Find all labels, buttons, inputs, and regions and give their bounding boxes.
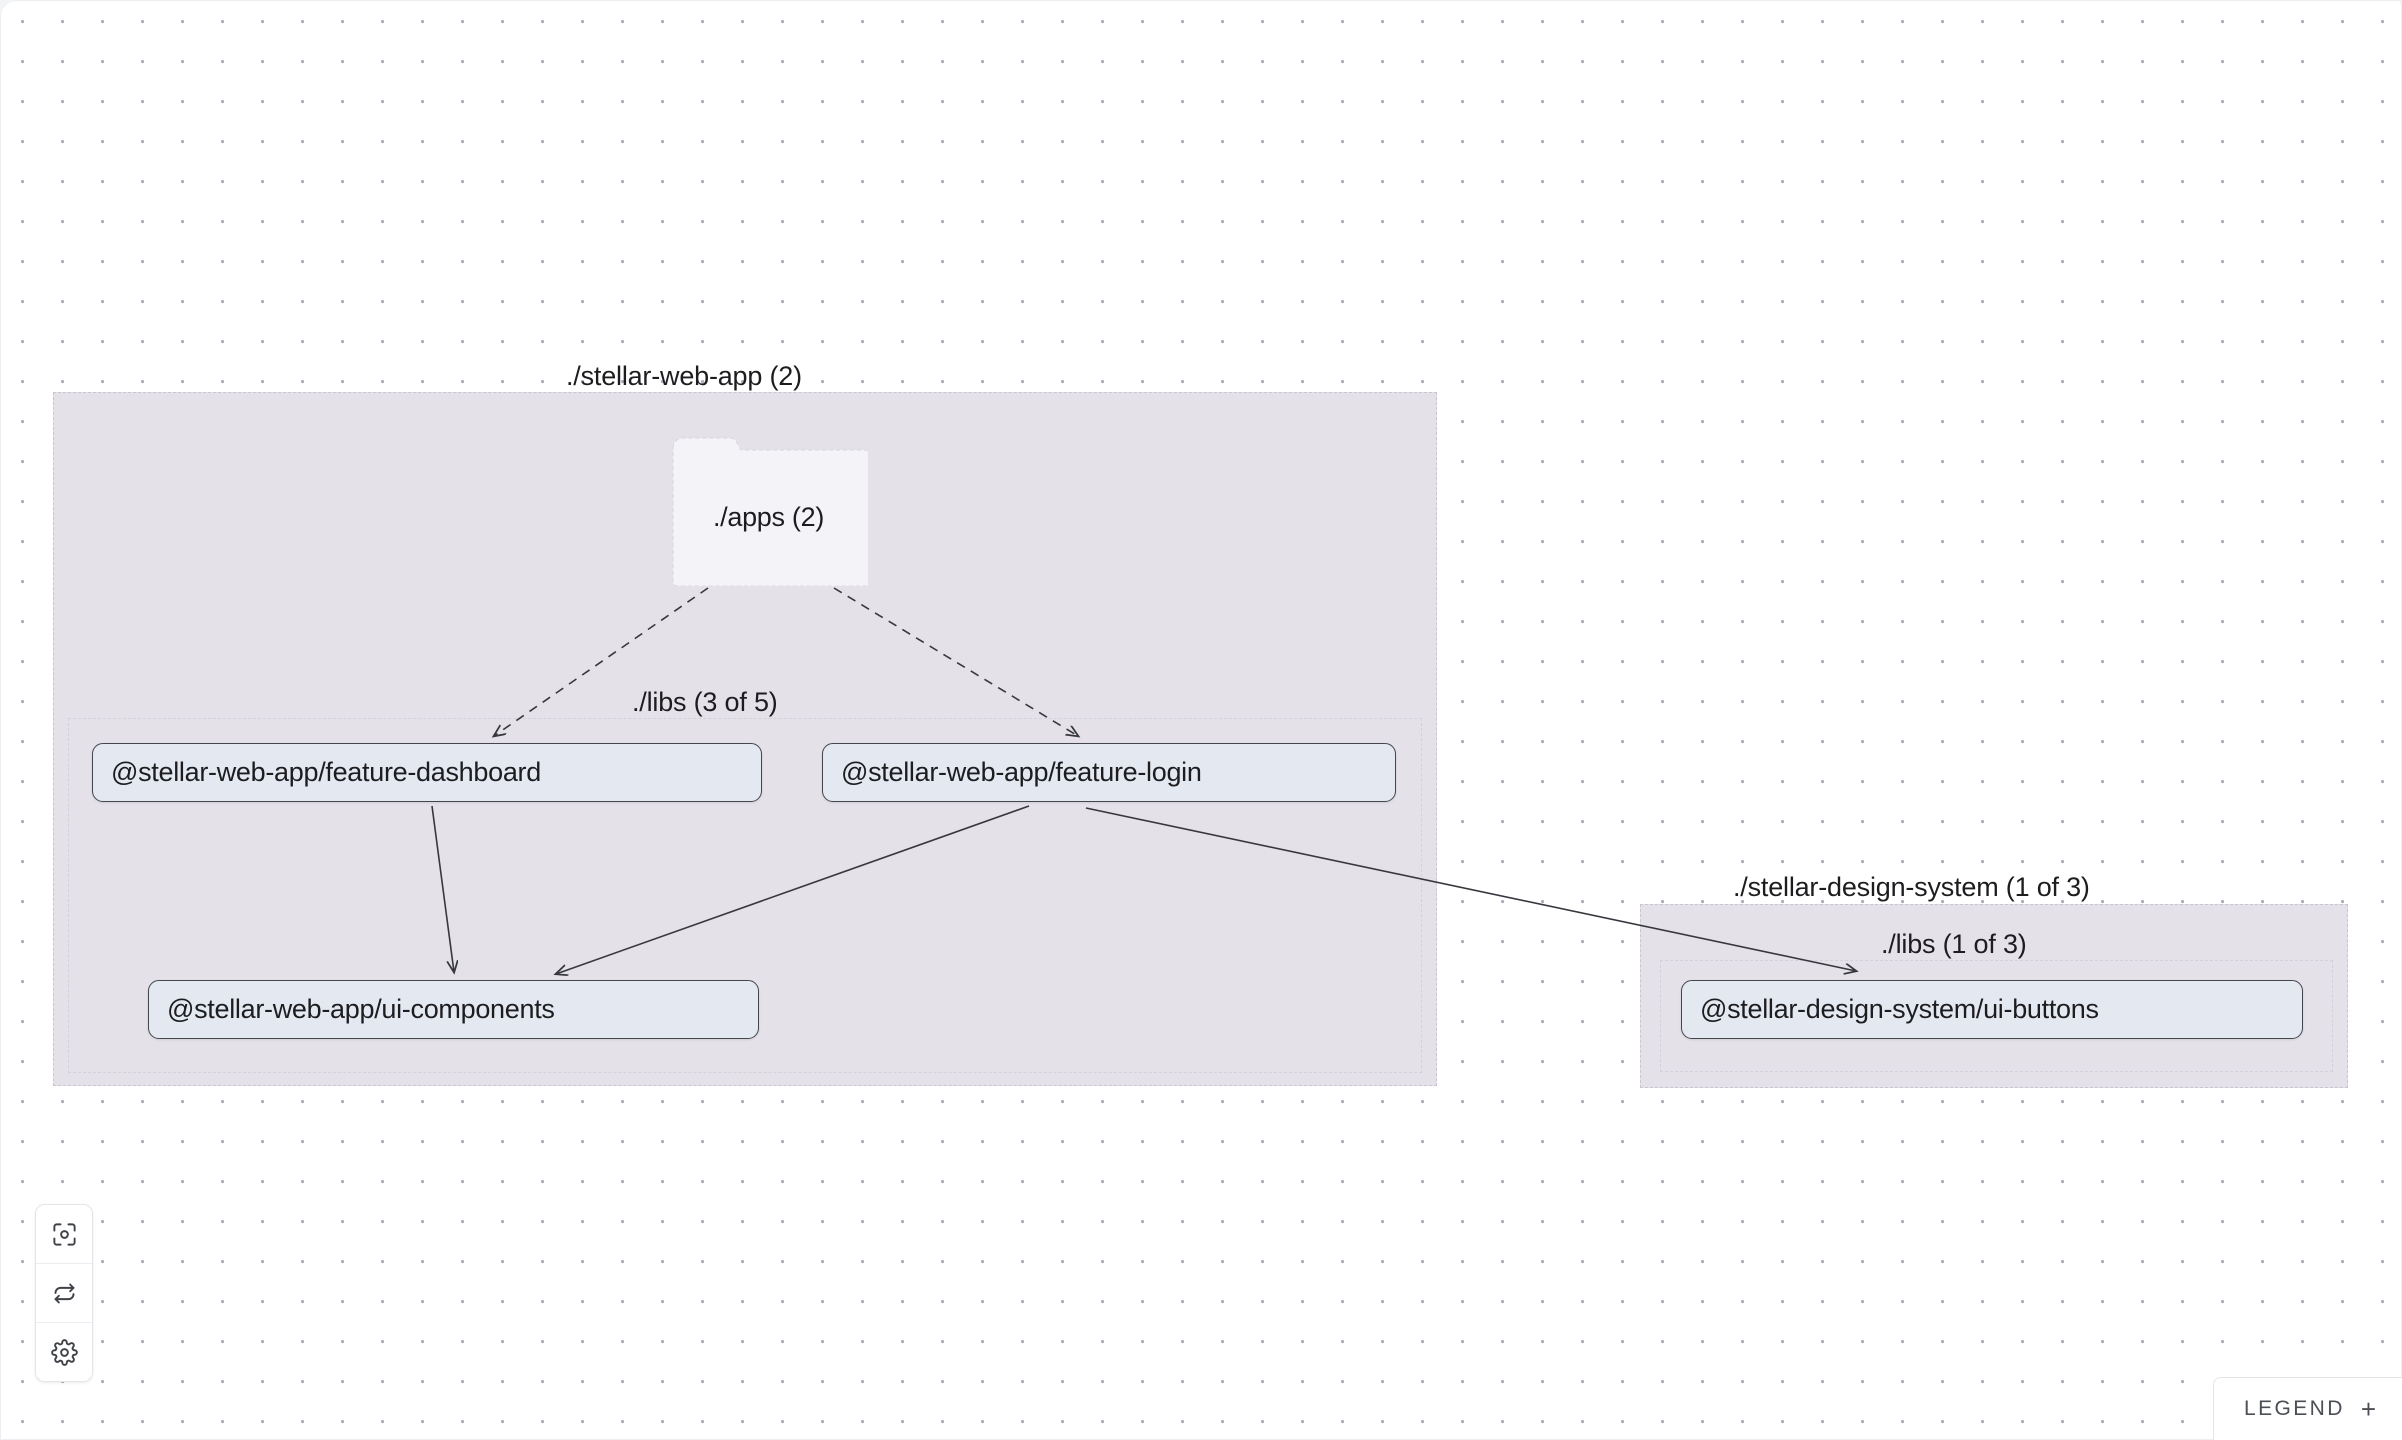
group-label-stellar-design-system-libs: ./libs (1 of 3) <box>1881 929 2027 959</box>
settings-button[interactable] <box>36 1323 92 1381</box>
gear-icon <box>50 1338 78 1366</box>
folder-node-apps-label: ./apps (2) <box>712 501 825 532</box>
project-node-ui-buttons-label: @stellar-design-system/ui-buttons <box>1700 994 2099 1024</box>
project-node-ui-buttons[interactable]: @stellar-design-system/ui-buttons <box>1681 980 2303 1039</box>
project-node-feature-login[interactable]: @stellar-web-app/feature-login <box>822 743 1396 802</box>
group-label-stellar-web-app-libs: ./libs (3 of 5) <box>632 687 778 717</box>
plus-icon: + <box>2360 1394 2376 1424</box>
project-node-feature-login-label: @stellar-web-app/feature-login <box>841 757 1202 787</box>
refresh-icon <box>51 1280 78 1307</box>
group-label-stellar-web-app: ./stellar-web-app (2) <box>566 361 802 391</box>
focus-target-icon <box>51 1221 78 1248</box>
canvas-controls <box>35 1204 93 1382</box>
legend-label: LEGEND <box>2244 1397 2345 1420</box>
project-node-feature-dashboard[interactable]: @stellar-web-app/feature-dashboard <box>92 743 762 802</box>
focus-graph-button[interactable] <box>36 1205 92 1264</box>
group-label-stellar-design-system: ./stellar-design-system (1 of 3) <box>1733 872 2090 902</box>
refresh-graph-button[interactable] <box>36 1264 92 1323</box>
project-node-ui-components-label: @stellar-web-app/ui-components <box>167 994 555 1024</box>
project-node-feature-dashboard-label: @stellar-web-app/feature-dashboard <box>111 757 541 787</box>
folder-node-apps[interactable]: ./apps (2) <box>669 434 868 586</box>
legend-toggle[interactable]: LEGEND + <box>2213 1377 2402 1440</box>
project-node-ui-components[interactable]: @stellar-web-app/ui-components <box>148 980 759 1039</box>
